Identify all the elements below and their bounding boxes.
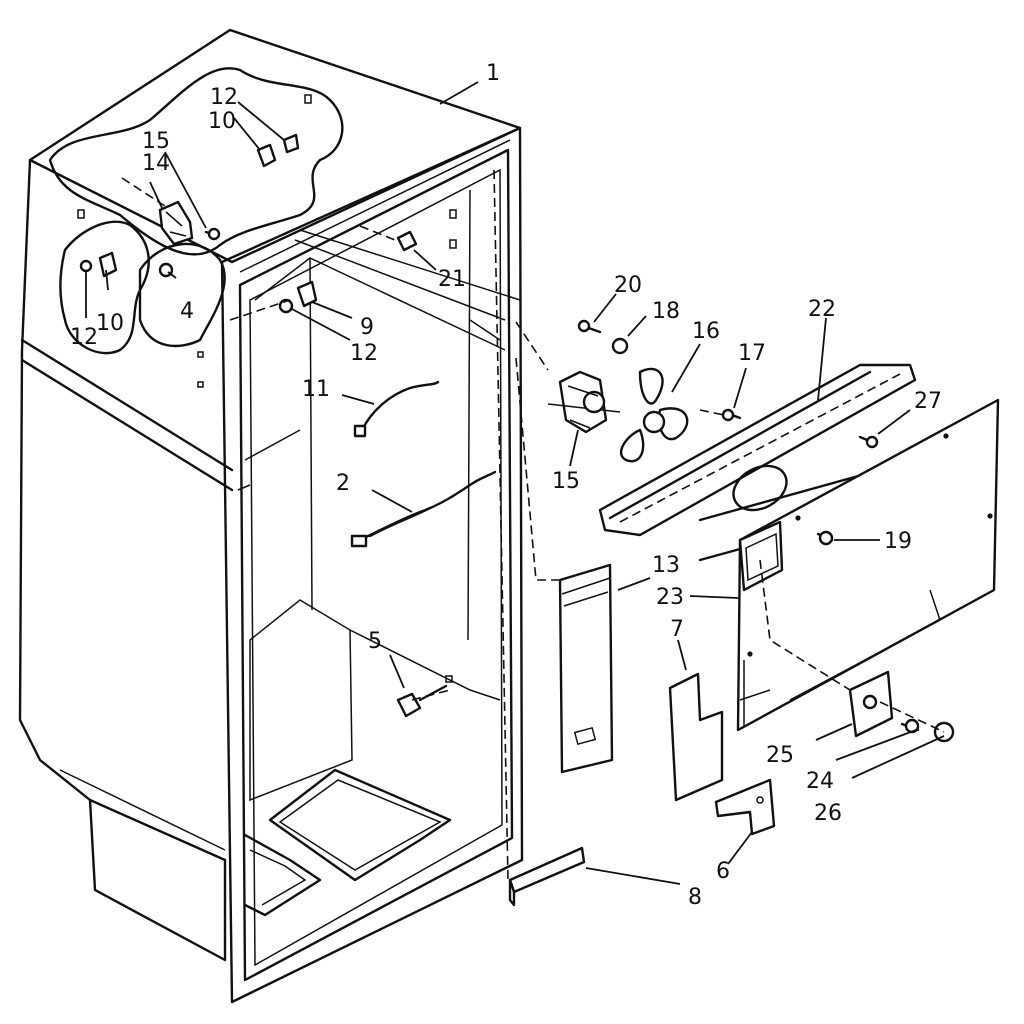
grommet-part-19 (611, 337, 629, 355)
callout-7: 7 (670, 617, 684, 642)
callout-1: 1 (486, 61, 500, 86)
callout-10-left: 10 (96, 311, 124, 336)
wiring-harness-part-2 (350, 470, 497, 548)
callout-10-top: 10 (208, 109, 236, 134)
evaporator-cover-part-24 (736, 398, 1000, 732)
callout-labels: 1 2 4 5 6 7 8 9 10 10 11 12 12 12 13 14 … (70, 61, 942, 910)
fan-shroud-part-23 (598, 363, 917, 562)
screw-part-25 (900, 718, 920, 734)
screw-part-18 (721, 408, 742, 422)
bracket-part-26 (848, 670, 894, 738)
switch-bracket-part-10 (98, 143, 318, 308)
light-switch-part-5 (396, 675, 453, 718)
callout-5: 5 (368, 629, 382, 654)
wiring-harness-part-11 (353, 380, 440, 438)
callout-13: 13 (652, 553, 680, 578)
callout-15-right: 27 (914, 389, 942, 414)
callout-23: 22 (808, 297, 836, 322)
callout-21: 20 (614, 273, 642, 298)
callout-16: 15 (552, 469, 580, 494)
callout-24: 23 (656, 585, 684, 610)
thermostat-part-14 (158, 200, 194, 246)
fan-blade-part-17 (619, 367, 689, 463)
fan-motor-part-16 (547, 370, 621, 434)
callout-4: 4 (180, 299, 194, 324)
screw-part-12 (79, 133, 300, 314)
callout-12-right: 12 (350, 341, 378, 366)
light-socket-part-22 (396, 230, 418, 252)
callout-15-top: 15 (142, 129, 170, 154)
callout-20: 19 (884, 529, 912, 554)
duct-part-13 (558, 563, 614, 774)
callout-9: 9 (360, 315, 374, 340)
callout-11: 11 (302, 377, 330, 402)
callout-26: 25 (766, 743, 794, 768)
screw-part-15 (204, 227, 879, 449)
insulation-part-7 (668, 672, 724, 802)
callout-19: 18 (652, 299, 680, 324)
callout-12-top: 12 (210, 85, 238, 110)
callout-8: 8 (688, 885, 702, 910)
rail-part-8 (508, 846, 586, 907)
screw-part-21 (577, 319, 602, 334)
callout-17: 16 (692, 319, 720, 344)
callout-14: 14 (142, 151, 170, 176)
cutaway-view-top (48, 67, 344, 355)
bracket-part-6 (714, 778, 776, 836)
refrigerator-cabinet (18, 28, 524, 1004)
callout-leaders (85, 81, 945, 885)
screw-part-20 (816, 530, 834, 546)
callout-22: 21 (438, 267, 466, 292)
callout-6: 6 (716, 859, 730, 884)
callout-25: 24 (806, 769, 834, 794)
callout-12-left: 12 (70, 325, 98, 350)
callout-27: 26 (814, 801, 842, 826)
callout-2: 2 (336, 471, 350, 496)
callout-18: 17 (738, 341, 766, 366)
